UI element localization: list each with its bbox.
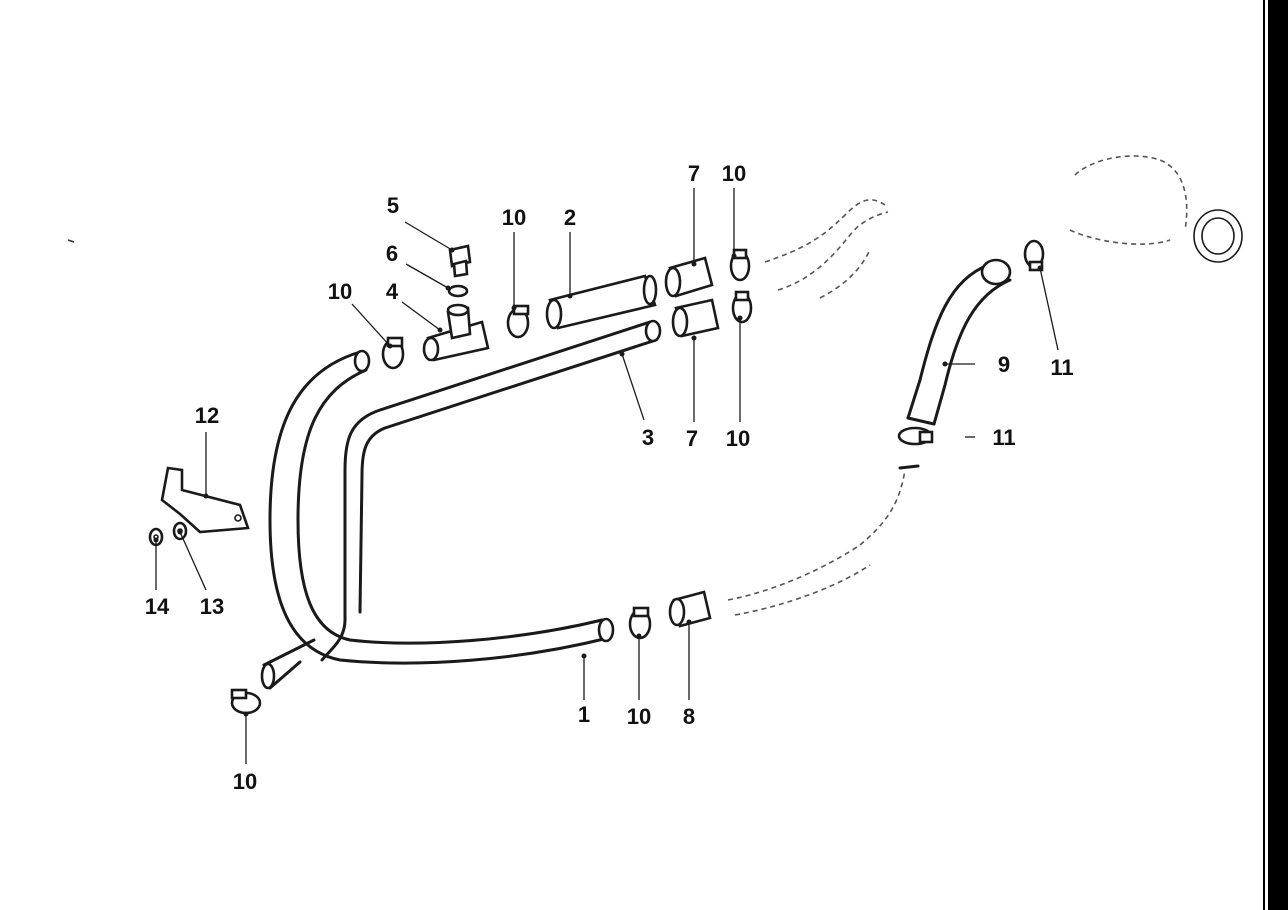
- bleed-screw-5: [448, 244, 472, 278]
- hose-clamp-10-bottom: [628, 606, 652, 640]
- callout-2: 2: [564, 205, 576, 230]
- ghost-hose-upper: [764, 199, 889, 299]
- hose-3: [320, 319, 662, 662]
- hose-stub-below-clamp: [898, 464, 920, 470]
- callout-10-bottom: 10: [627, 704, 651, 729]
- hose-clamp-10-upper: [506, 304, 530, 339]
- bracket-12: [160, 466, 250, 534]
- callout-1: 1: [578, 702, 590, 727]
- hose-clamp-10-lower-left: [230, 688, 262, 715]
- page-edge: [1268, 0, 1288, 910]
- callout-11-upper: 11: [1050, 355, 1073, 380]
- callout-4: 4: [386, 279, 399, 304]
- callout-14: 14: [145, 594, 170, 619]
- hose-9: [906, 258, 1012, 426]
- sleeve-7-upper: [664, 256, 714, 298]
- hose-1: [260, 349, 615, 690]
- callout-6: 6: [386, 241, 398, 266]
- hose-clamp-11-lower: [897, 426, 934, 446]
- callout-11-lower: 11: [992, 425, 1015, 450]
- scan-speck: [67, 239, 75, 243]
- callout-10-mid-right: 10: [726, 426, 750, 451]
- sleeve-7-lower: [671, 298, 720, 338]
- callout-13: 13: [200, 594, 224, 619]
- callout-8: 8: [683, 704, 695, 729]
- callout-10-top-right: 10: [722, 161, 746, 186]
- callout-9: 9: [998, 352, 1010, 377]
- callout-12: 12: [195, 403, 219, 428]
- leader-lines: [153, 188, 1059, 764]
- sleeve-8: [668, 590, 712, 628]
- hose-clamp-10-top-right: [729, 248, 751, 282]
- hose-clamp-10-mid-right: [731, 290, 753, 324]
- callout-10-lower-left: 10: [233, 769, 257, 794]
- seal-ring-6: [447, 284, 469, 298]
- ghost-hose-lower: [727, 469, 906, 616]
- hose-clamp-11-upper: [1023, 239, 1045, 272]
- callout-3: 3: [642, 425, 654, 450]
- callout-5: 5: [387, 193, 399, 218]
- callout-7-lower: 7: [686, 426, 698, 451]
- ghost-thermostat-housing: [1069, 155, 1243, 263]
- callout-10-left: 10: [328, 279, 352, 304]
- callout-10-upper: 10: [502, 205, 526, 230]
- callout-7-upper: 7: [688, 161, 700, 186]
- t-piece-4: [422, 303, 490, 362]
- hose-2: [545, 274, 658, 330]
